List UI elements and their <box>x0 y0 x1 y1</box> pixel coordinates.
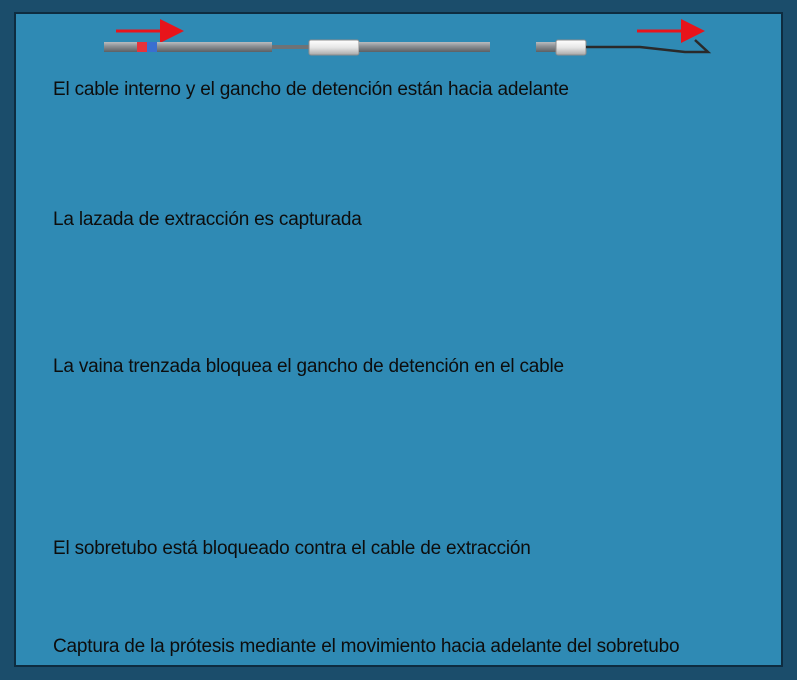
caption-step5: Captura de la prótesis mediante el movim… <box>53 636 680 657</box>
step1-detail-sleeve <box>555 39 587 56</box>
caption-step2: La lazada de extracción es capturada <box>53 209 362 230</box>
diagram-panel <box>14 12 783 667</box>
step1-catheter-right <box>359 42 490 52</box>
step1-red-marker <box>137 42 147 52</box>
step1-catheter-left <box>104 42 272 52</box>
step1-hook <box>586 39 712 54</box>
step1-sleeve <box>308 39 360 56</box>
step1-blue-marker <box>147 42 157 52</box>
caption-step4: El sobretubo está bloqueado contra el ca… <box>53 538 531 559</box>
caption-step3: La vaina trenzada bloquea el gancho de d… <box>53 356 564 377</box>
step1-illustration <box>104 19 712 56</box>
step1-detail-tube <box>536 42 556 52</box>
caption-step1: El cable interno y el gancho de detenció… <box>53 79 569 100</box>
